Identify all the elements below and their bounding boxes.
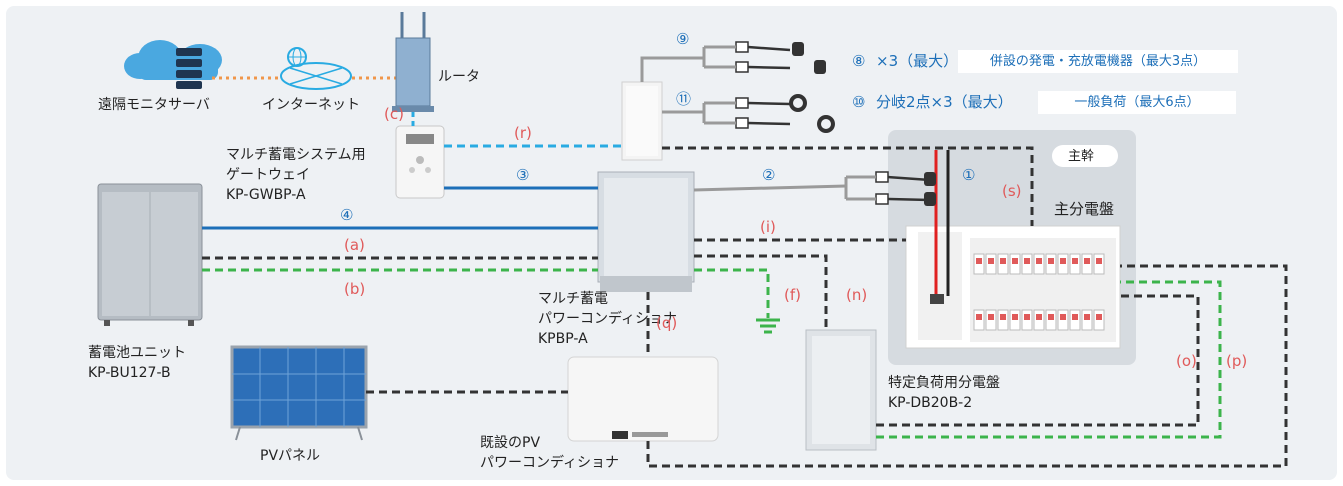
gateway-device (395, 125, 445, 199)
wire-9-label: ⑨ (676, 30, 690, 48)
gateway-label-line2: ゲートウェイ (226, 167, 310, 183)
wire-f-label: (f) (784, 286, 801, 304)
wire-q-label: (q) (656, 314, 678, 332)
gateway-label-line1: マルチ蓄電システム用 (226, 147, 366, 163)
wire-1-label: ① (962, 166, 976, 184)
ct10-count: 分岐2点×3（最大） (876, 93, 1013, 111)
wire-c-label: (c) (384, 105, 404, 123)
wire-o-label: (o) (1176, 352, 1197, 370)
router-device (392, 12, 434, 112)
main-trunk-label: 主幹 (1068, 149, 1095, 164)
ct8-count: ×3（最大） (876, 52, 959, 70)
router-label: ルータ (438, 69, 480, 85)
existing-pcs-label-line1: 既設のPV (480, 435, 541, 451)
battery-label-line2: KP-BU127-B (88, 365, 171, 381)
ct-ring-clamps (789, 94, 835, 133)
pcs-unit (597, 171, 695, 292)
wire-s-label: (s) (1002, 182, 1022, 200)
wire-4-label: ④ (340, 206, 354, 224)
ct8-number: ⑧ (852, 52, 866, 70)
main-distribution-board (905, 150, 1121, 349)
wire-3-label: ③ (516, 166, 530, 184)
monitor-server-label: 遠隔モニタサーバ (98, 97, 210, 113)
ct-box (621, 81, 663, 161)
wire-p-label: (p) (1226, 352, 1248, 370)
pcs-label-line2: パワーコンディショナ (538, 311, 678, 327)
main-panel-label: 主分電盤 (1054, 200, 1115, 218)
existing-pv-pcs (567, 356, 719, 442)
wire-r-label: (r) (514, 124, 532, 142)
ground-lines (202, 268, 1222, 439)
pv-panel (230, 345, 368, 441)
globe-icon (280, 47, 352, 90)
wire-11-label: ⑪ (676, 90, 692, 108)
ground-icon (756, 318, 780, 334)
internet-label: インターネット (262, 97, 360, 113)
specific-load-panel (805, 329, 877, 451)
wire-b-label: (b) (344, 280, 366, 298)
cloud-server-icon (124, 40, 222, 89)
power-lines (202, 146, 1288, 468)
pv-panel-label: PVパネル (260, 448, 321, 464)
ct10-number: ⑩ (852, 93, 866, 111)
pcs-label-line1: マルチ蓄電 (538, 291, 608, 307)
battery-label-line1: 蓄電池ユニット (88, 345, 186, 361)
ct-clamp-heads (792, 42, 936, 206)
specific-panel-label-line1: 特定負荷用分電盤 (888, 375, 1000, 391)
ct-cables (747, 45, 931, 202)
wire-a-label: (a) (344, 236, 365, 254)
wire-n-label: (n) (846, 286, 868, 304)
ct8-device-box: 併設の発電・充放電機器（最大3点） (958, 50, 1238, 73)
gateway-label-line3: KP-GWBP-A (226, 187, 306, 203)
wire-i-label: (i) (760, 218, 776, 236)
battery-unit (97, 183, 203, 326)
wire-2-label: ② (762, 166, 776, 184)
specific-panel-label-line2: KP-DB20B-2 (888, 395, 973, 411)
pcs-label-line3: KPBP-A (538, 331, 588, 347)
ct-wires (640, 45, 876, 201)
ct10-load-box: 一般負荷（最大6点） (1038, 91, 1236, 114)
existing-pcs-label-line2: パワーコンディショナ (480, 455, 620, 471)
main-trunk-pill (1052, 145, 1118, 167)
